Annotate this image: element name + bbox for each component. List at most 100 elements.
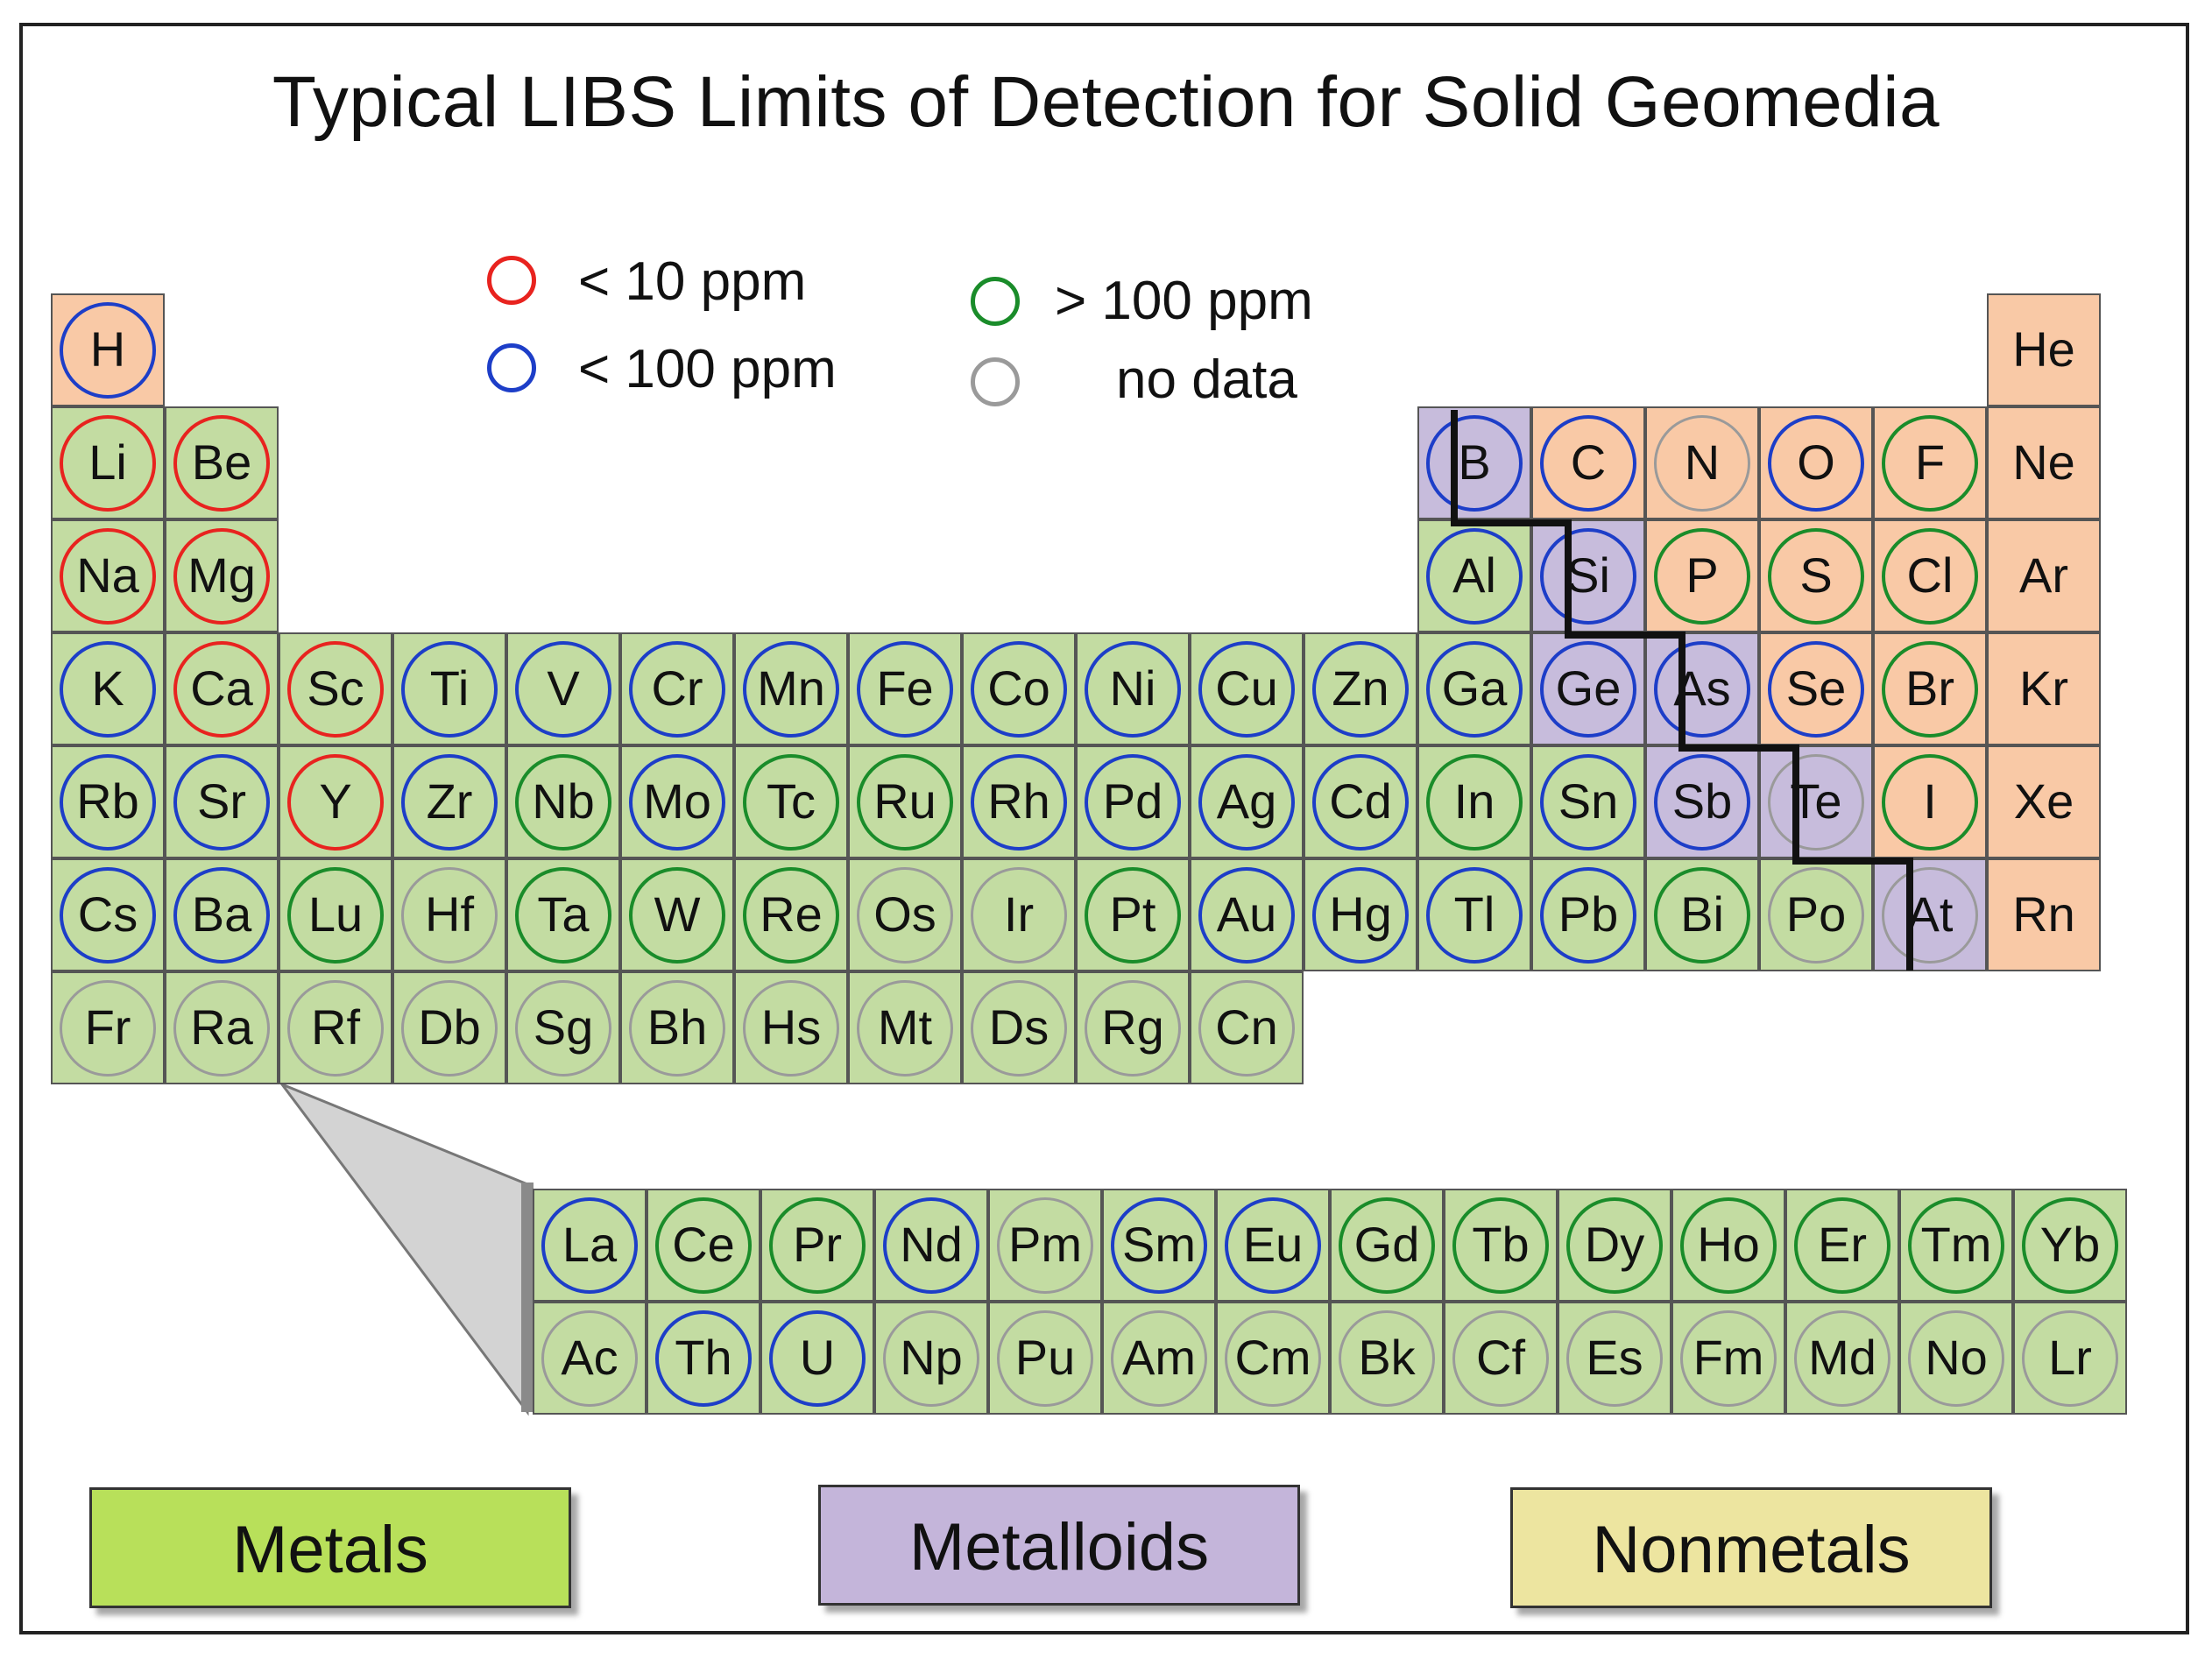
element-cell-yb: Yb xyxy=(2013,1189,2127,1302)
element-cell-sr: Sr xyxy=(165,745,279,858)
element-cell-si: Si xyxy=(1531,519,1645,632)
element-cell-sg: Sg xyxy=(506,971,620,1084)
detection-ring-gt100-icon xyxy=(1908,1197,2004,1294)
element-symbol: Pm xyxy=(1008,1216,1082,1272)
element-cell-no: No xyxy=(1899,1302,2013,1415)
detection-ring-nodata-icon xyxy=(541,1310,638,1407)
element-symbol: Ir xyxy=(1003,886,1035,942)
element-symbol: F xyxy=(1914,434,1946,490)
detection-ring-lt100-icon xyxy=(1540,640,1636,738)
detection-ring-gt100-icon xyxy=(1882,527,1978,625)
element-symbol: Fe xyxy=(876,660,934,716)
element-cell-tc: Tc xyxy=(734,745,848,858)
element-cell-se: Se xyxy=(1759,632,1873,745)
element-symbol: Zr xyxy=(426,773,473,829)
detection-ring-nodata-icon xyxy=(1452,1310,1549,1407)
element-symbol: Cu xyxy=(1215,660,1278,716)
element-cell-tl: Tl xyxy=(1417,858,1531,971)
element-cell-cr: Cr xyxy=(620,632,734,745)
detection-ring-lt100-icon xyxy=(1198,640,1295,738)
element-symbol: Ti xyxy=(429,660,470,716)
element-symbol: Br xyxy=(1905,660,1954,716)
detection-ring-lt100-icon xyxy=(60,866,156,964)
element-symbol: Am xyxy=(1122,1329,1196,1385)
detection-ring-lt10-icon xyxy=(60,527,156,625)
element-symbol: Bh xyxy=(647,999,708,1055)
element-cell-db: Db xyxy=(392,971,506,1084)
element-symbol: Yb xyxy=(2039,1216,2101,1272)
element-cell-cs: Cs xyxy=(51,858,165,971)
detection-ring-lt100-icon xyxy=(401,753,498,851)
element-cell-nd: Nd xyxy=(874,1189,988,1302)
detection-ring-lt100-icon xyxy=(1768,640,1864,738)
element-cell-hs: Hs xyxy=(734,971,848,1084)
element-cell-sm: Sm xyxy=(1102,1189,1216,1302)
detection-ring-lt100-icon xyxy=(401,640,498,738)
element-symbol: N xyxy=(1684,434,1721,490)
detection-ring-lt100-icon xyxy=(60,640,156,738)
element-cell-lr: Lr xyxy=(2013,1302,2127,1415)
detection-ring-lt100-icon xyxy=(1312,753,1409,851)
element-symbol: S xyxy=(1799,547,1833,603)
detection-ring-nodata-icon xyxy=(997,1197,1093,1294)
element-symbol: Rh xyxy=(987,773,1050,829)
detection-ring-gt100-icon xyxy=(515,866,611,964)
element-cell-b: B xyxy=(1417,406,1531,519)
element-cell-y: Y xyxy=(279,745,392,858)
element-cell-ds: Ds xyxy=(962,971,1076,1084)
element-cell-dy: Dy xyxy=(1558,1189,1671,1302)
detection-ring-nodata-icon xyxy=(629,979,725,1077)
element-symbol: He xyxy=(2012,321,2075,377)
detection-ring-lt100-icon xyxy=(1426,414,1523,512)
detection-ring-lt100-icon xyxy=(1426,866,1523,964)
element-symbol: Se xyxy=(1785,660,1847,716)
element-cell-sn: Sn xyxy=(1531,745,1645,858)
detection-ring-lt100-icon xyxy=(629,753,725,851)
element-cell-xe: Xe xyxy=(1987,745,2101,858)
element-cell-v: V xyxy=(506,632,620,745)
element-cell-lu: Lu xyxy=(279,858,392,971)
detection-ring-lt100-icon xyxy=(1198,753,1295,851)
element-cell-eu: Eu xyxy=(1216,1189,1330,1302)
legend-label-gt100: > 100 ppm xyxy=(1055,271,1313,331)
element-symbol: Fm xyxy=(1693,1329,1764,1385)
element-symbol: Ar xyxy=(2019,547,2068,603)
detection-ring-nodata-icon xyxy=(2022,1310,2118,1407)
element-symbol: V xyxy=(547,660,580,716)
detection-ring-lt100-icon xyxy=(173,753,270,851)
legend-label-lt10: < 10 ppm xyxy=(578,251,807,312)
element-symbol: Dy xyxy=(1584,1216,1645,1272)
element-symbol: B xyxy=(1458,434,1491,490)
element-cell-rg: Rg xyxy=(1076,971,1190,1084)
detection-ring-lt100-icon xyxy=(1540,753,1636,851)
element-cell-hg: Hg xyxy=(1304,858,1417,971)
element-cell-au: Au xyxy=(1190,858,1304,971)
element-symbol: Hg xyxy=(1329,886,1392,942)
detection-ring-lt10-icon xyxy=(173,640,270,738)
element-cell-ni: Ni xyxy=(1076,632,1190,745)
element-symbol: Rb xyxy=(76,773,139,829)
element-symbol: In xyxy=(1453,773,1495,829)
figure-title: Typical LIBS Limits of Detection for Sol… xyxy=(272,62,1940,142)
detection-ring-lt10-icon xyxy=(287,640,384,738)
element-cell-br: Br xyxy=(1873,632,1987,745)
detection-ring-gt100-icon xyxy=(287,866,384,964)
detection-ring-nodata-icon xyxy=(1654,414,1750,512)
detection-ring-lt100-icon xyxy=(1654,753,1750,851)
element-cell-pm: Pm xyxy=(988,1189,1102,1302)
element-cell-mg: Mg xyxy=(165,519,279,632)
element-cell-ru: Ru xyxy=(848,745,962,858)
element-cell-rb: Rb xyxy=(51,745,165,858)
detection-ring-nodata-icon xyxy=(1198,979,1295,1077)
element-symbol: Pb xyxy=(1558,886,1619,942)
detection-ring-lt100-icon xyxy=(629,640,725,738)
detection-ring-nodata-icon xyxy=(1085,979,1181,1077)
element-cell-ti: Ti xyxy=(392,632,506,745)
element-symbol: Th xyxy=(675,1329,732,1385)
detection-ring-lt100-icon xyxy=(515,640,611,738)
element-symbol: O xyxy=(1797,434,1835,490)
element-cell-mo: Mo xyxy=(620,745,734,858)
element-cell-cd: Cd xyxy=(1304,745,1417,858)
element-symbol: Sc xyxy=(307,660,364,716)
detection-ring-lt10-icon xyxy=(173,527,270,625)
